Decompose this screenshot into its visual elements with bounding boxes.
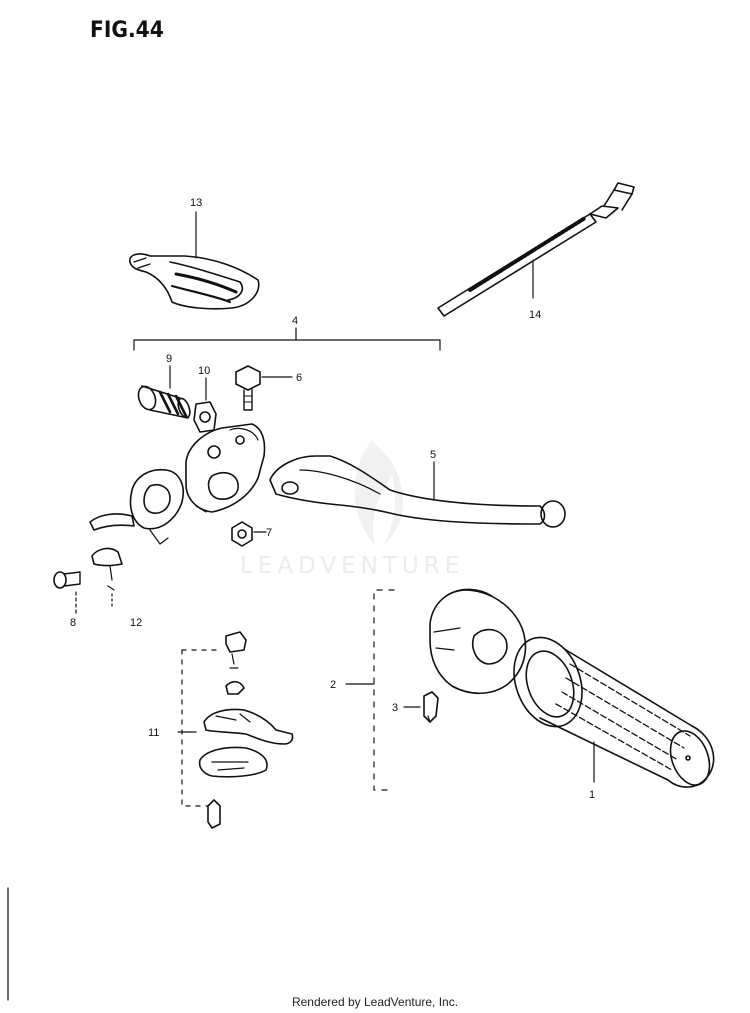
bracket-11 <box>181 649 209 807</box>
callout-14: 14 <box>529 309 541 321</box>
part-3-screw[interactable] <box>423 691 439 723</box>
callout-7: 7 <box>266 527 272 539</box>
part-12-switch[interactable] <box>91 547 123 591</box>
callout-3: 3 <box>392 702 398 714</box>
figure-title: FIG.44 <box>90 18 164 43</box>
watermark-text: LEADVENTURE <box>240 553 465 579</box>
part-11-switch-assembly[interactable] <box>198 631 294 829</box>
callout-5: 5 <box>430 449 436 461</box>
callout-9: 9 <box>166 353 172 365</box>
part-5-lever[interactable] <box>269 455 566 528</box>
part-8-screw[interactable] <box>53 571 81 589</box>
callout-4: 4 <box>292 315 298 327</box>
part-6-adjuster-bolt[interactable] <box>235 365 261 411</box>
callout-8: 8 <box>70 617 76 629</box>
callout-12: 12 <box>130 617 142 629</box>
part-lever-holder[interactable] <box>89 423 266 545</box>
part-9-pivot-bolt[interactable] <box>135 384 192 419</box>
bracket-2 <box>373 589 395 791</box>
part-1-grip[interactable] <box>502 628 716 791</box>
callout-10: 10 <box>198 365 210 377</box>
part-13-lever-cover[interactable] <box>129 253 260 310</box>
callout-13: 13 <box>190 197 202 209</box>
bracket-4 <box>133 339 441 351</box>
part-10-nut[interactable] <box>193 401 217 433</box>
part-7-nut[interactable] <box>231 521 253 547</box>
footer-credit: Rendered by LeadVenture, Inc. <box>291 995 459 1009</box>
part-14-cable-tie[interactable] <box>437 182 635 317</box>
callout-1: 1 <box>589 789 595 801</box>
callout-6: 6 <box>296 372 302 384</box>
callout-11: 11 <box>148 727 159 739</box>
callout-2: 2 <box>330 679 336 691</box>
part-2-throttle-housing[interactable] <box>429 588 527 695</box>
